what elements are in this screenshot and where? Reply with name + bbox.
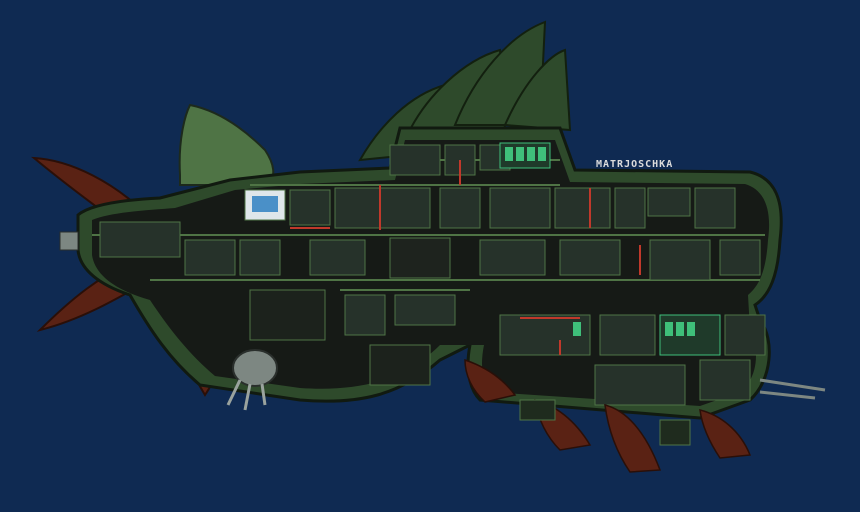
- red-accents: [290, 160, 641, 355]
- green-consoles: [505, 147, 695, 336]
- lower-pods: [519, 399, 691, 446]
- nose-gun: [759, 378, 826, 400]
- ship-name-label: MATRJOSCHKA: [596, 159, 673, 170]
- front-turret: [226, 349, 278, 411]
- tail-hatch: [59, 231, 79, 251]
